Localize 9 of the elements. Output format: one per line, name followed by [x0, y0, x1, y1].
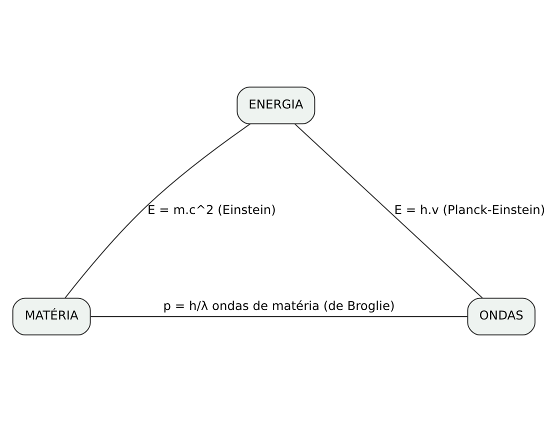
node-box: ONDAS [467, 298, 536, 336]
connector [64, 123, 251, 298]
node-box: ENERGIA [236, 86, 316, 124]
connector [294, 124, 483, 298]
connector [90, 316, 468, 318]
edge-label: p = h/λ ondas de matéria (de Broglie) [163, 299, 395, 314]
edge-label: E = m.c^2 (Einstein) [148, 203, 276, 218]
edge-label: E = h.v (Planck-Einstein) [394, 203, 546, 218]
node-box: MATÉRIA [12, 298, 91, 336]
